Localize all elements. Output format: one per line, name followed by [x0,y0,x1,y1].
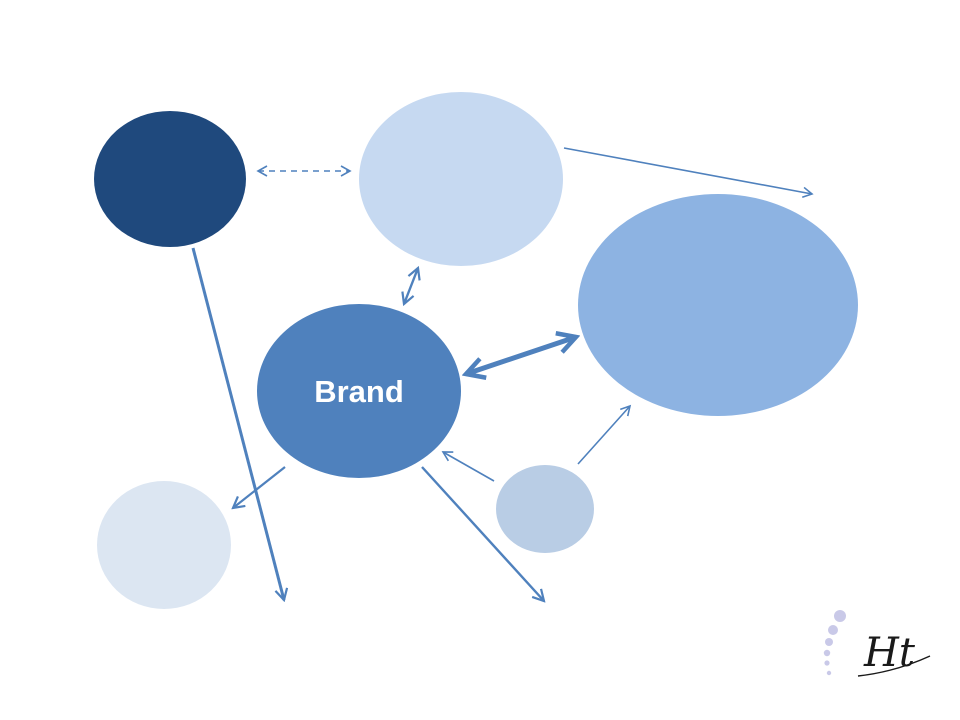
nodes: Brand [94,92,858,609]
node-right-large [578,194,858,416]
logo-dots [823,610,846,676]
arrow-brand-down-right [421,466,544,601]
logo-underline [857,655,931,677]
logo-signature: Ht [863,630,916,676]
arrow-dark-down [191,247,284,600]
arrow-small-to-brand [441,451,495,482]
node-bottom-left [97,481,231,609]
arrow-small-to-right [577,404,632,465]
arrow-brand-to-bottom-left [233,466,286,508]
connectors [191,147,814,601]
arrow-top-to-right [563,147,814,199]
logo-mark: Ht [823,610,931,677]
node-brand-label: Brand [314,374,404,409]
double-arrow-top-brand [404,268,418,304]
node-brand [257,304,461,478]
node-top-light [359,92,563,266]
node-small [496,465,594,553]
double-arrow-brand-right [466,337,576,374]
node-dark [94,111,246,247]
